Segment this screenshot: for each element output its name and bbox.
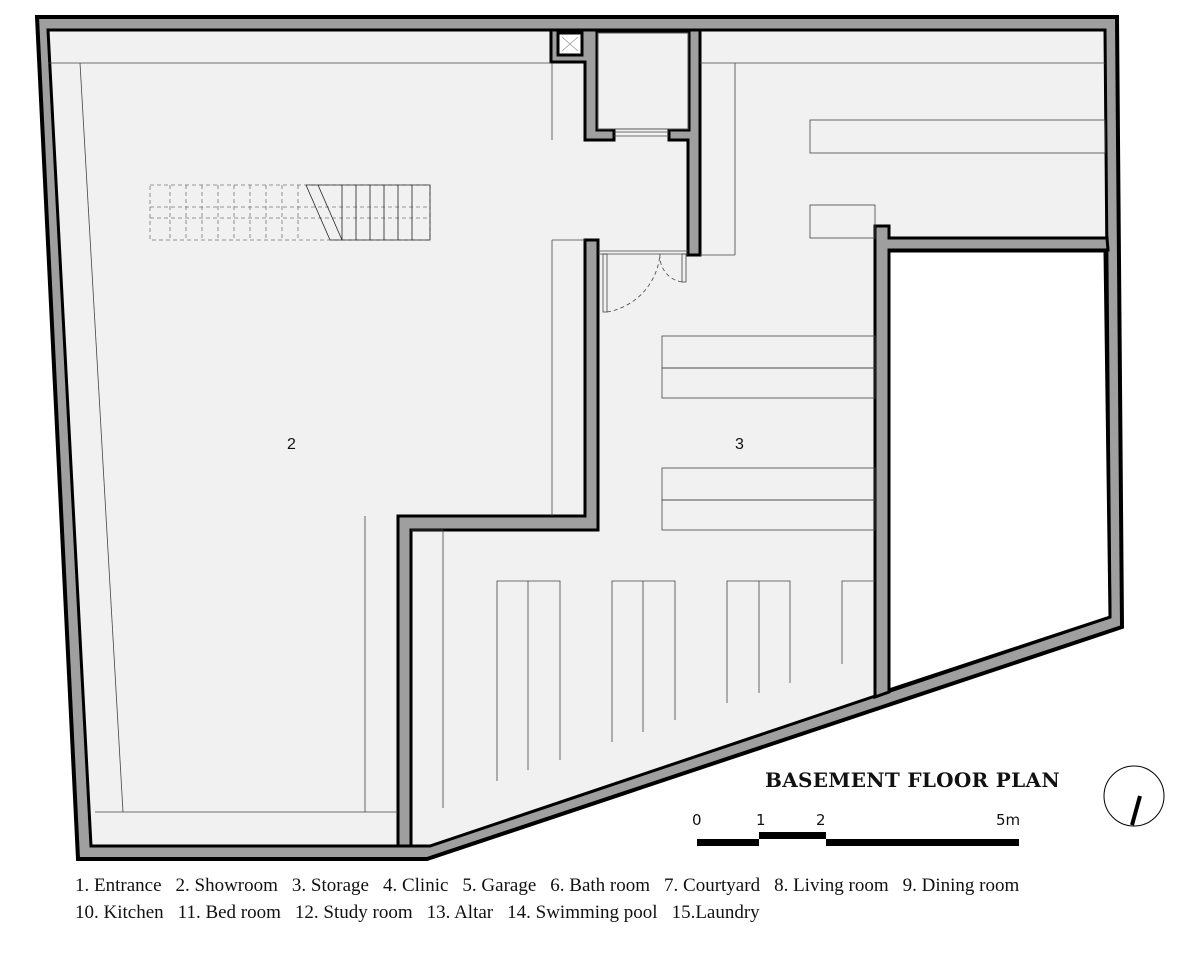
scale-bar: 0 1 2 5m	[692, 811, 1020, 846]
elevator-wall	[549, 28, 702, 257]
scale-tick: 1	[756, 811, 766, 829]
legend-item: 9. Dining room	[902, 875, 1020, 896]
room-label-storage: 3	[735, 436, 744, 453]
legend-item: 6. Bath room	[550, 875, 651, 896]
legend-row-2: 10. Kitchen 11. Bed room 12. Study room 13.…	[75, 902, 774, 924]
legend-item: 1. Entrance	[75, 875, 162, 896]
interior-wall-showroom	[396, 238, 600, 848]
courtyard-wall	[873, 224, 1110, 700]
legend-item: 8. Living room	[774, 875, 889, 896]
scale-tick: 2	[816, 811, 826, 829]
legend-item: 2. Showroom	[175, 875, 278, 896]
legend-item: 14. Swimming pool	[507, 902, 658, 923]
north-arrow-icon	[1103, 765, 1165, 827]
staircase	[149, 184, 431, 241]
elevator-car	[597, 32, 689, 130]
courtyard-void	[887, 249, 1112, 693]
scale-tick: 0	[692, 811, 702, 829]
legend-item: 12. Study room	[294, 902, 413, 923]
legend-item: 7. Courtyard	[664, 875, 761, 896]
scale-tick: 5m	[996, 811, 1020, 829]
legend-item: 4. Clinic	[382, 875, 449, 896]
legend-item: 10. Kitchen	[75, 902, 164, 923]
room-label-showroom: 2	[287, 436, 296, 453]
legend-item: 5. Garage	[462, 875, 537, 896]
legend-row-1: 1. Entrance 2. Showroom 3. Storage 4. Clini…	[75, 875, 1033, 897]
floor-area	[46, 28, 1112, 848]
plan-title: BASEMENT FLOOR PLAN	[765, 768, 1060, 792]
legend-item: 15.Laundry	[671, 902, 760, 923]
legend-item: 11. Bed room	[177, 902, 281, 923]
legend-item: 13. Altar	[426, 902, 494, 923]
legend-item: 3. Storage	[291, 875, 369, 896]
